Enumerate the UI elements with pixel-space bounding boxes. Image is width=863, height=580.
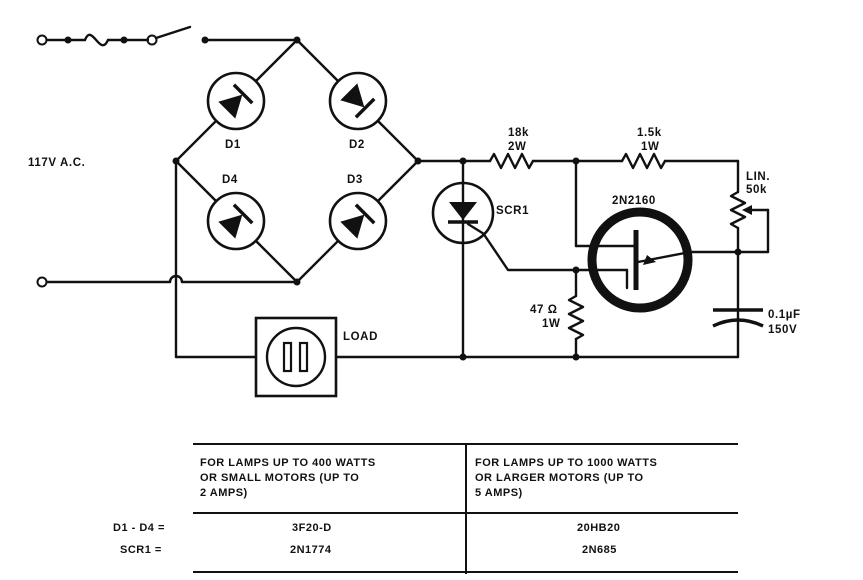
capacitor-voltage-label: 150V	[768, 324, 797, 336]
load-label: LOAD	[343, 331, 378, 343]
diode-d4-label: D4	[222, 174, 238, 186]
col1-header-line1: FOR LAMPS UP TO 400 WATTS	[200, 457, 376, 469]
scr1	[431, 181, 495, 245]
capacitor-value-label: 0.1µF	[768, 309, 801, 321]
bridge-wiring	[172, 36, 422, 286]
diode-d2-label: D2	[349, 139, 365, 151]
col2-header-line2: OR LARGER MOTORS (UP TO	[475, 472, 644, 484]
parts-table: FOR LAMPS UP TO 400 WATTS OR SMALL MOTOR…	[113, 443, 738, 574]
diode-d3	[328, 191, 388, 251]
pot-type-label: LIN.	[746, 171, 770, 183]
neutral-wiring	[36, 159, 740, 361]
col1-header-line2: OR SMALL MOTORS (UP TO	[200, 472, 359, 484]
diode-d3-label: D3	[347, 174, 363, 186]
col2-header-line3: 5 AMPS)	[475, 487, 523, 499]
r2-power-label: 1W	[641, 141, 659, 153]
row2-col2-value: 2N685	[582, 544, 617, 556]
source-label: 117V A.C.	[28, 157, 85, 169]
r1-value-label: 18k	[508, 127, 529, 139]
fuse-and-switch	[36, 25, 299, 47]
diode-d4	[206, 191, 266, 251]
transistor-2n2160	[587, 207, 693, 313]
dc-rail-wiring	[416, 152, 770, 359]
pot-value-label: 50k	[746, 184, 767, 196]
diode-d2	[328, 71, 388, 131]
transistor-label: 2N2160	[612, 195, 656, 207]
row2-label: SCR1 =	[120, 544, 162, 556]
load-device	[254, 316, 338, 398]
capacitor	[712, 308, 764, 328]
diode-d1	[206, 71, 266, 131]
scr1-label: SCR1	[496, 205, 529, 217]
row2-col1-value: 2N1774	[290, 544, 332, 556]
col2-header-line1: FOR LAMPS UP TO 1000 WATTS	[475, 457, 657, 469]
col1-header-line3: 2 AMPS)	[200, 487, 248, 499]
r3-power-label: 1W	[542, 318, 560, 330]
row1-col2-value: 20HB20	[577, 522, 620, 534]
r1-power-label: 2W	[508, 141, 526, 153]
r2-value-label: 1.5k	[637, 127, 662, 139]
r3-value-label: 47 Ω	[530, 304, 558, 316]
row1-label: D1 - D4 =	[113, 522, 165, 534]
diode-d1-label: D1	[225, 139, 241, 151]
row1-col1-value: 3F20-D	[292, 522, 332, 534]
